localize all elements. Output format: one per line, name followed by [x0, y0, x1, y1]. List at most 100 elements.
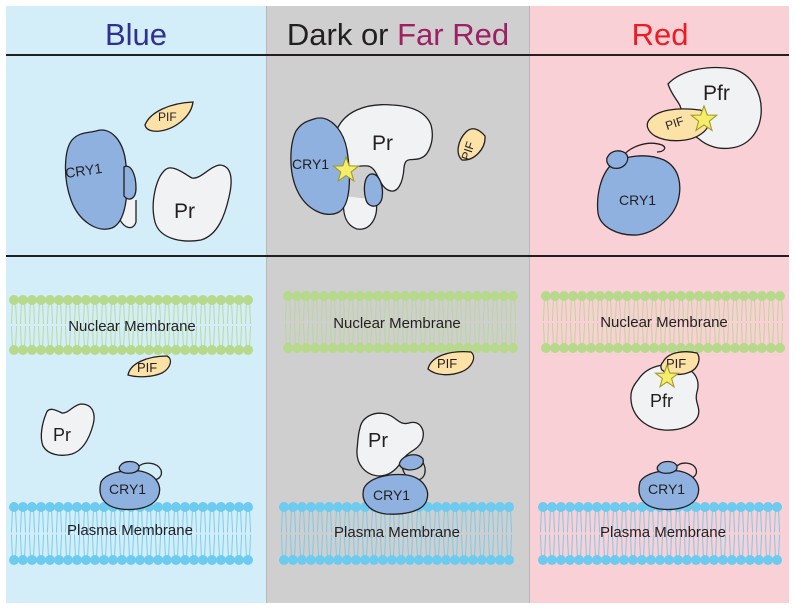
- lipid-head: [126, 295, 136, 305]
- lipid-head: [189, 555, 199, 565]
- lipid-head: [450, 555, 460, 565]
- lipid-head: [117, 555, 127, 565]
- lipid-tail: [290, 506, 296, 561]
- pr-label: Pr: [174, 200, 195, 223]
- lipid-head: [54, 502, 64, 512]
- cry1-protein: [596, 155, 681, 236]
- lipid-tail: [380, 506, 386, 561]
- lipid-head: [301, 291, 311, 301]
- lipid-head: [162, 345, 172, 355]
- nuclear-membrane: [283, 291, 518, 353]
- lipid-tail: [506, 506, 512, 561]
- lipid-tail: [420, 295, 426, 349]
- lipid-head: [547, 555, 557, 565]
- lipid-tail: [200, 506, 206, 561]
- lipid-head: [676, 343, 686, 353]
- cry1-protein: [290, 117, 351, 215]
- lipid-head: [631, 291, 641, 301]
- plasma-membrane-label: Plasma Membrane: [334, 524, 460, 541]
- pfr-label: Pfr: [650, 391, 673, 411]
- cry1-label: CRY1: [64, 160, 103, 181]
- lipid-head: [198, 345, 208, 355]
- lipid-head: [369, 555, 379, 565]
- lipid-tail: [200, 299, 206, 351]
- lipid-head: [574, 555, 584, 565]
- lipid-head: [477, 555, 487, 565]
- lipid-tail: [768, 295, 774, 349]
- lipid-head: [72, 295, 82, 305]
- lipid-head: [54, 555, 64, 565]
- lipid-head: [315, 555, 325, 565]
- lipid-tail: [488, 506, 494, 561]
- lipid-tail: [236, 506, 242, 561]
- lipid-head: [45, 295, 55, 305]
- lipid-head: [508, 291, 518, 301]
- lipid-head: [117, 295, 127, 305]
- lipid-tail: [747, 506, 753, 561]
- cry1-label: CRY1: [648, 481, 685, 497]
- lipid-tail: [371, 506, 377, 561]
- lipid-head: [360, 555, 370, 565]
- lipid-head: [613, 291, 623, 301]
- lipid-tail: [567, 506, 573, 561]
- lipid-head: [427, 291, 437, 301]
- lipid-head: [45, 502, 55, 512]
- lipid-head: [691, 555, 701, 565]
- lipid-head: [664, 555, 674, 565]
- lipid-tail: [317, 506, 323, 561]
- lipid-head: [766, 343, 776, 353]
- lipid-tail: [465, 295, 471, 349]
- lipid-tail: [456, 295, 462, 349]
- lipid-head: [772, 555, 782, 565]
- lipid-head: [673, 555, 683, 565]
- pif-label: PIF: [158, 110, 177, 124]
- lipid-tail: [497, 506, 503, 561]
- lipid-tail: [348, 295, 354, 349]
- cry1-label: CRY1: [292, 156, 329, 172]
- lipid-head: [694, 343, 704, 353]
- lipid-tail: [510, 295, 516, 349]
- lipid-tail: [146, 299, 152, 351]
- lipid-head: [373, 291, 383, 301]
- lipid-tail: [101, 299, 107, 351]
- lipid-head: [595, 343, 605, 353]
- lipid-tail: [83, 506, 89, 561]
- lipid-head: [619, 502, 629, 512]
- lipid-tail: [29, 506, 35, 561]
- lipid-head: [610, 555, 620, 565]
- lipid-tail: [624, 295, 630, 349]
- lipid-head: [189, 295, 199, 305]
- lipid-head: [486, 502, 496, 512]
- lipid-head: [288, 555, 298, 565]
- lipid-head: [319, 291, 329, 301]
- lipid-tail: [479, 506, 485, 561]
- lipid-head: [622, 343, 632, 353]
- lipid-head: [736, 555, 746, 565]
- lipid-head: [703, 291, 713, 301]
- lipid-head: [709, 502, 719, 512]
- red-top-panel: CRY1 PIF Pfr: [596, 66, 762, 236]
- lipid-head: [297, 555, 307, 565]
- lipid-head: [189, 502, 199, 512]
- lipid-head: [556, 502, 566, 512]
- lipid-tail: [675, 506, 681, 561]
- lipid-head: [628, 555, 638, 565]
- lipid-head: [63, 502, 73, 512]
- lipid-head: [198, 295, 208, 305]
- lipid-head: [574, 502, 584, 512]
- lipid-head: [72, 502, 82, 512]
- lipid-tail: [411, 295, 417, 349]
- lipid-head: [144, 555, 154, 565]
- lipid-head: [333, 555, 343, 565]
- lipid-head: [90, 345, 100, 355]
- lipid-head: [99, 295, 109, 305]
- lipid-head: [364, 291, 374, 301]
- lipid-head: [754, 555, 764, 565]
- lipid-head: [637, 555, 647, 565]
- lipid-head: [288, 502, 298, 512]
- lipid-tail: [483, 295, 489, 349]
- lipid-head: [730, 291, 740, 301]
- lipid-head: [306, 555, 316, 565]
- lipid-head: [225, 345, 235, 355]
- lipid-tail: [312, 295, 318, 349]
